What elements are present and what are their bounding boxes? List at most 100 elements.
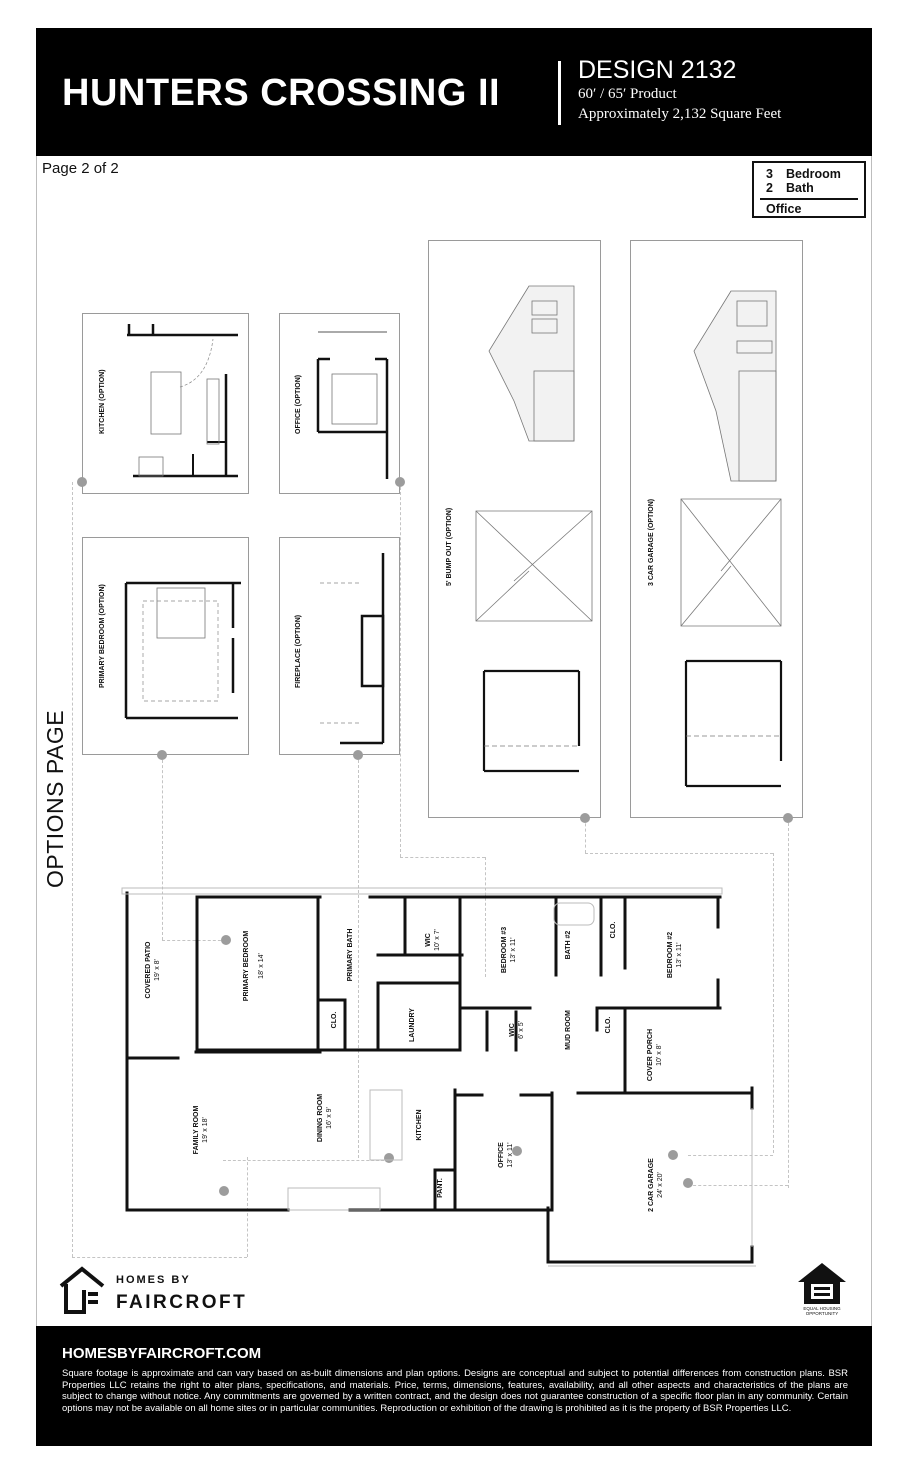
svg-text:OFFICE: OFFICE [498,1142,505,1168]
svg-text:19' x 18': 19' x 18' [202,1117,209,1143]
logo-homes-by: HOMES BY [116,1274,191,1286]
room-pantry: PANT. [437,1178,444,1198]
connector-line [400,482,401,857]
svg-text:PRIMARY BEDROOM: PRIMARY BEDROOM [243,931,250,1002]
room-mud-room: MUD ROOM [565,1010,572,1050]
svg-text:BEDROOM #2: BEDROOM #2 [667,932,674,978]
connector-line [400,857,485,858]
design-number: DESIGN 2132 [578,56,737,84]
connector-line [485,857,486,977]
house-logo-icon [59,1266,105,1314]
svg-text:CLO.: CLO. [605,1017,612,1034]
svg-text:KITCHEN: KITCHEN [416,1109,423,1140]
faircroft-logo: HOMES BY FAIRCROFT [58,1266,258,1316]
connector-dot [353,750,363,760]
equal-housing-logo: EQUAL HOUSING OPPORTUNITY [794,1260,850,1320]
svg-text:13' x 11': 13' x 11' [676,942,683,967]
svg-text:WIC: WIC [425,933,432,947]
room-primary-bath: PRIMARY BATH [347,929,354,982]
legal-disclaimer: Square footage is approximate and can va… [62,1368,848,1414]
svg-text:BATH #2: BATH #2 [565,931,572,960]
connector-dot [219,1186,229,1196]
connector-line [358,755,359,1158]
svg-text:19' x 8': 19' x 8' [154,959,161,981]
option-panel-primary-bedroom: PRIMARY BEDROOM (OPTION) [82,537,249,755]
svg-text:2 CAR GARAGE: 2 CAR GARAGE [648,1158,655,1212]
svg-text:CLO.: CLO. [331,1012,338,1029]
connector-line [688,1155,773,1156]
connector-line [223,1160,389,1161]
spec-divider [760,198,858,200]
equal-housing-icon [798,1263,846,1304]
connector-dot [512,1146,522,1156]
bump-out-option-drawing [475,285,593,773]
svg-text:BEDROOM #3: BEDROOM #3 [501,927,508,973]
svg-text:10' x 7': 10' x 7' [434,929,441,951]
svg-text:WIC: WIC [509,1023,516,1037]
svg-text:PANT.: PANT. [437,1178,444,1198]
primary-bedroom-option-drawing [124,581,241,720]
option-panel-bump-out: 5' BUMP OUT (OPTION) [428,240,601,818]
fireplace-option-drawing [320,553,385,745]
svg-text:16' x 9': 16' x 9' [326,1107,333,1129]
connector-line [162,755,163,940]
connector-line [688,1185,788,1186]
room-clo-3: CLO. [605,1017,612,1034]
svg-text:24' x 20': 24' x 20' [657,1172,664,1198]
room-bath-2: BATH #2 [565,931,572,960]
square-footage: Approximately 2,132 Square Feet [578,106,782,122]
connector-dot [580,813,590,823]
connector-line [585,818,586,853]
connector-dot [221,935,231,945]
connector-line [247,1157,248,1257]
option-panel-office: OFFICE (OPTION) [279,313,400,494]
3-car-garage-option-drawing [680,290,783,788]
office-option-drawing [316,331,389,479]
room-laundry: LAUNDRY [409,1008,416,1042]
room-clo: CLO. [331,1012,338,1029]
header-divider [558,61,561,125]
svg-text:LAUNDRY: LAUNDRY [409,1008,416,1042]
website-link[interactable]: HOMESBYFAIRCROFT.COM [62,1345,262,1362]
community-title: HUNTERS CROSSING II [62,72,501,114]
svg-text:COVER PORCH: COVER PORCH [647,1029,654,1081]
connector-dot [77,477,87,487]
option-panel-fireplace: FIREPLACE (OPTION) [279,537,400,755]
spec-extra: Office [766,202,802,216]
header-banner: HUNTERS CROSSING II DESIGN 2132 60′ / 65… [36,28,872,156]
svg-text:6' x 5': 6' x 5' [518,1021,525,1039]
connector-dot [384,1153,394,1163]
svg-text:CLO.: CLO. [610,922,617,939]
page-number: Page 2 of 2 [42,160,119,177]
equal-housing-caption: EQUAL HOUSING OPPORTUNITY [803,1306,841,1316]
footer-banner: HOMESBYFAIRCROFT.COM Square footage is a… [36,1326,872,1446]
svg-text:DINING ROOM: DINING ROOM [317,1094,324,1142]
logo-faircroft: FAIRCROFT [116,1292,248,1313]
connector-dot [668,1150,678,1160]
svg-text:18' x 14': 18' x 14' [258,953,265,979]
connector-line [72,1257,247,1258]
connector-dot [783,813,793,823]
connector-line [162,940,226,941]
product-size: 60′ / 65′ Product [578,86,677,102]
option-panel-3-car-garage: 3 CAR GARAGE (OPTION) [630,240,803,818]
room-primary-bedroom: PRIMARY BEDROOM 18' x 14' [243,931,265,1002]
connector-line [72,482,73,1257]
svg-text:FAMILY ROOM: FAMILY ROOM [193,1106,200,1155]
svg-text:MUD ROOM: MUD ROOM [565,1010,572,1050]
room-kitchen: KITCHEN [416,1109,423,1140]
